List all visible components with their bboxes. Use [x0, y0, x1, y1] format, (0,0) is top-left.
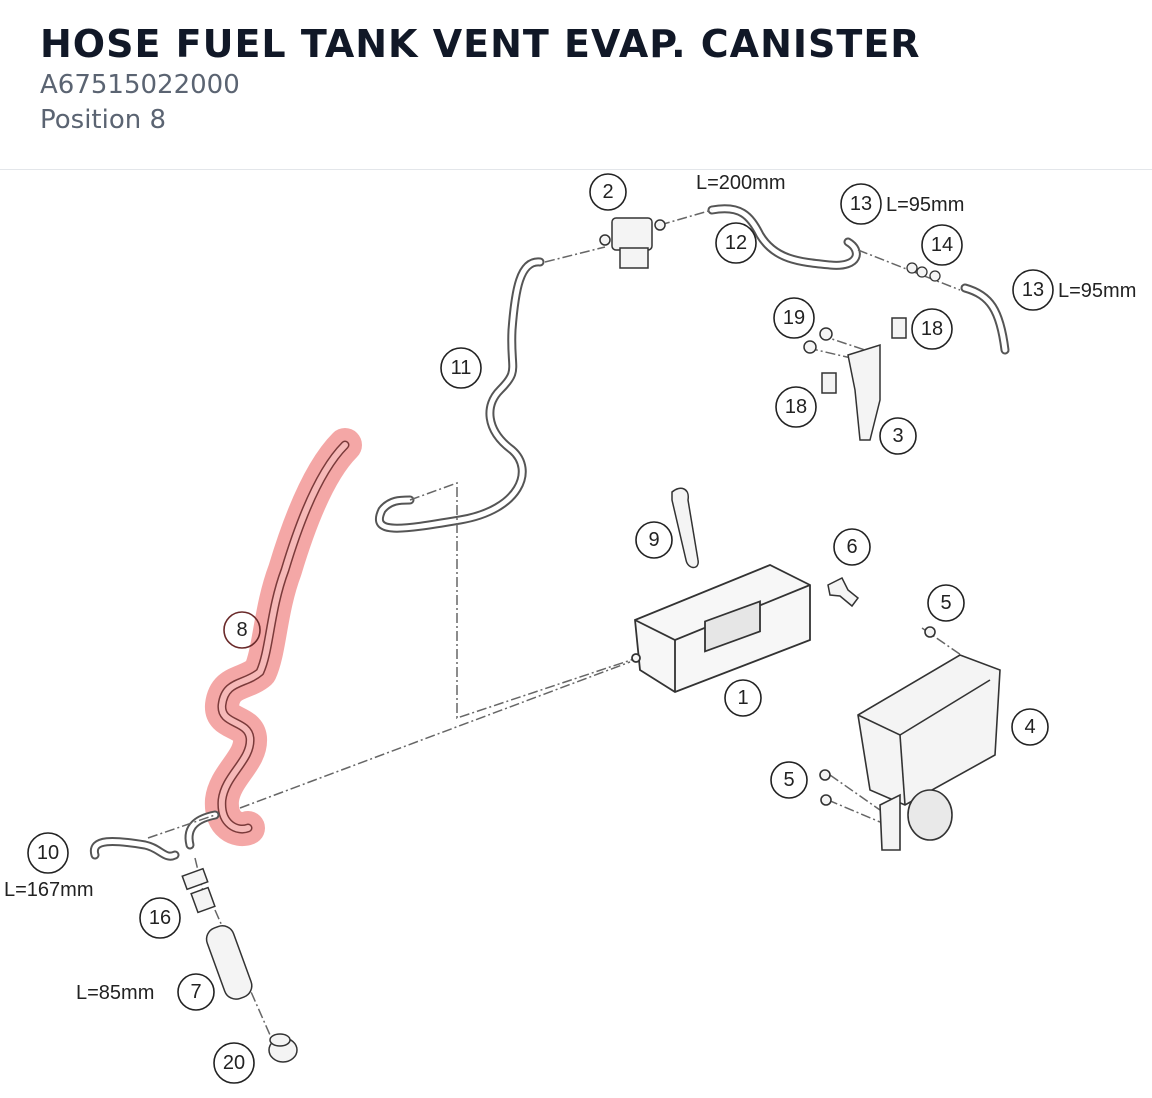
callout-7[interactable]: 7 [177, 973, 215, 1011]
part-number: A67515022000 [40, 70, 240, 100]
svg-text:3: 3 [892, 425, 903, 447]
callout-18-top[interactable]: 18 [911, 308, 953, 350]
canister-part-1 [631, 564, 811, 694]
callout-12[interactable]: 12 [715, 222, 757, 264]
svg-text:9: 9 [648, 529, 659, 551]
callouts: 1 2 3 4 5 5 6 7 8 9 10 11 12 13 13 14 16… [27, 173, 1054, 1084]
svg-text:11: 11 [451, 357, 472, 379]
length-label-13-right: L=95mm [1058, 280, 1136, 302]
svg-text:1: 1 [737, 687, 748, 709]
svg-text:14: 14 [931, 234, 953, 256]
elbow-part-6 [827, 576, 860, 608]
callout-6[interactable]: 6 [833, 528, 871, 566]
svg-text:16: 16 [149, 907, 171, 929]
svg-text:13: 13 [1022, 279, 1044, 301]
callout-10[interactable]: 10 [27, 832, 69, 874]
svg-text:12: 12 [725, 232, 747, 254]
length-label-10: L=167mm [4, 879, 94, 901]
valve-part-2 [599, 217, 666, 269]
fittings-16-7-20 [181, 867, 298, 1063]
position-label: Position 8 [40, 105, 167, 135]
callout-5-bottom[interactable]: 5 [770, 761, 808, 799]
callout-9[interactable]: 9 [635, 521, 673, 559]
svg-text:5: 5 [783, 769, 794, 791]
hose-11 [375, 257, 545, 533]
strap-part-9 [671, 487, 699, 569]
callout-4[interactable]: 4 [1011, 708, 1049, 746]
length-label-13-top: L=95mm [886, 194, 964, 216]
header: HOSE FUEL TANK VENT EVAP. CANISTER A6751… [0, 0, 1152, 170]
svg-text:13: 13 [850, 193, 872, 215]
callout-11[interactable]: 11 [440, 347, 482, 389]
length-label-7: L=85mm [76, 982, 154, 1004]
callout-16[interactable]: 16 [139, 897, 181, 939]
svg-text:20: 20 [223, 1052, 245, 1074]
callout-20[interactable]: 20 [213, 1042, 255, 1084]
callout-8[interactable]: 8 [223, 611, 261, 649]
svg-text:2: 2 [602, 181, 613, 203]
svg-text:6: 6 [846, 536, 857, 558]
svg-text:19: 19 [783, 307, 805, 329]
callout-5-top[interactable]: 5 [927, 584, 965, 622]
hose-12 [707, 204, 861, 270]
callout-13-right[interactable]: 13 [1012, 269, 1054, 311]
svg-text:18: 18 [785, 396, 807, 418]
svg-text:5: 5 [940, 592, 951, 614]
callout-13-top[interactable]: 13 [840, 183, 882, 225]
exploded-parts-diagram: 1 2 3 4 5 5 6 7 8 9 10 11 12 13 13 14 16… [4, 172, 1136, 1084]
length-labels: L=200mm L=95mm L=95mm L=167mm L=85mm [4, 172, 1136, 1004]
clip-part-14 [906, 262, 941, 282]
callout-19[interactable]: 19 [773, 297, 815, 339]
svg-text:10: 10 [37, 842, 59, 864]
highlighted-hose-8[interactable] [204, 428, 362, 846]
svg-text:8: 8 [236, 619, 247, 641]
bracket-part-4 [819, 626, 1001, 851]
svg-text:7: 7 [190, 981, 201, 1003]
callout-2[interactable]: 2 [589, 173, 627, 211]
hose-13 [960, 283, 1010, 355]
callout-14[interactable]: 14 [921, 224, 963, 266]
part-title: HOSE FUEL TANK VENT EVAP. CANISTER [40, 22, 921, 66]
callout-1[interactable]: 1 [724, 679, 762, 717]
callout-3[interactable]: 3 [879, 417, 917, 455]
svg-text:18: 18 [921, 318, 943, 340]
bracket-part-3 [803, 317, 907, 441]
length-label-12: L=200mm [696, 172, 786, 194]
svg-text:4: 4 [1024, 716, 1035, 738]
callout-18-left[interactable]: 18 [775, 386, 817, 428]
